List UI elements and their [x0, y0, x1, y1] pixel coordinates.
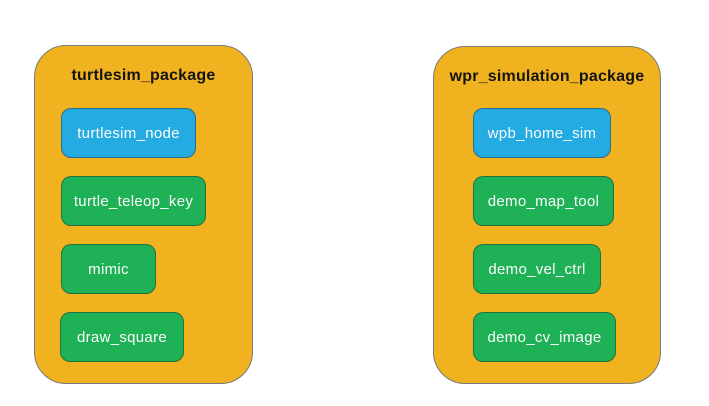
node-draw-square: draw_square	[60, 312, 184, 362]
package-box-wpr-simulation: wpr_simulation_package wpb_home_sim demo…	[433, 46, 661, 384]
package-box-turtlesim: turtlesim_package turtlesim_node turtle_…	[34, 45, 253, 384]
node-turtlesim-node: turtlesim_node	[61, 108, 196, 158]
node-label: wpb_home_sim	[487, 124, 597, 142]
package-title-wpr-simulation: wpr_simulation_package	[449, 68, 645, 85]
node-wpb-home-sim: wpb_home_sim	[473, 108, 611, 158]
node-demo-map-tool: demo_map_tool	[473, 176, 614, 226]
node-demo-vel-ctrl: demo_vel_ctrl	[473, 244, 601, 294]
node-mimic: mimic	[61, 244, 156, 294]
package-title-turtlesim: turtlesim_package	[71, 67, 216, 84]
node-label: demo_map_tool	[487, 192, 600, 210]
node-label: turtle_teleop_key	[73, 192, 194, 210]
node-label: demo_cv_image	[487, 328, 602, 346]
node-label: demo_vel_ctrl	[488, 260, 586, 278]
node-label: turtlesim_node	[77, 124, 180, 142]
node-label: mimic	[88, 260, 129, 278]
node-turtle-teleop-key: turtle_teleop_key	[61, 176, 206, 226]
node-label: draw_square	[76, 328, 168, 346]
node-demo-cv-image: demo_cv_image	[473, 312, 616, 362]
